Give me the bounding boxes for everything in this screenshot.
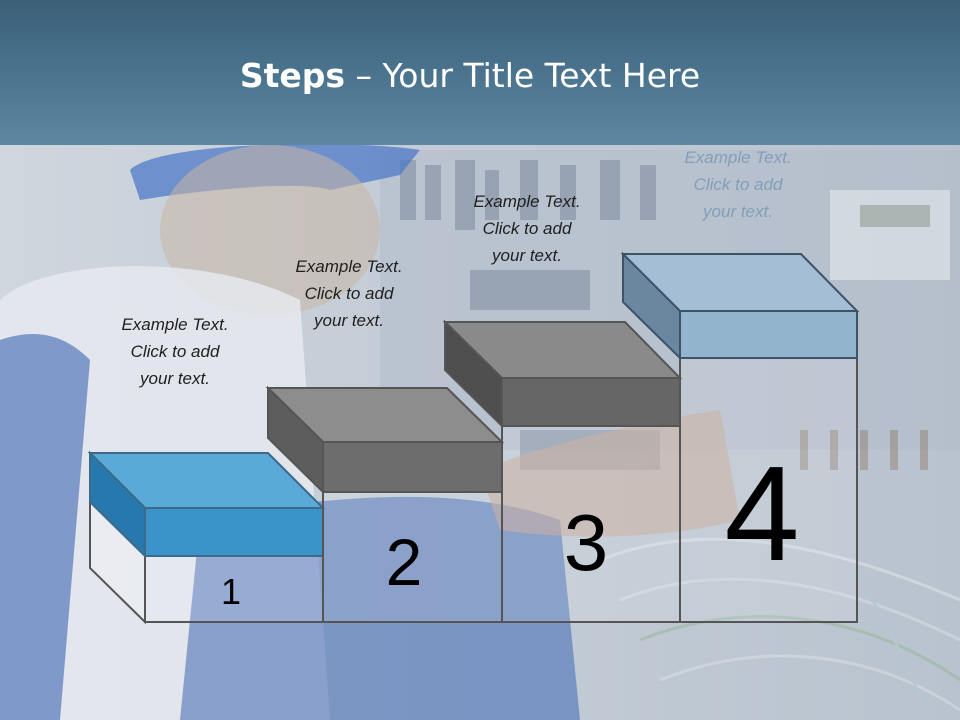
- step-3-caption[interactable]: Example Text. Click to add your text.: [442, 188, 612, 269]
- title-rest: – Your Title Text Here: [345, 56, 701, 95]
- step-2-lid-front: [322, 441, 503, 493]
- caption-line: your text.: [140, 369, 210, 388]
- step-1-caption[interactable]: Example Text. Click to add your text.: [90, 311, 260, 392]
- step-4[interactable]: 4: [620, 251, 860, 623]
- step-3[interactable]: 3: [442, 319, 683, 623]
- title-bold-part: Steps: [239, 56, 346, 95]
- caption-line: Example Text.: [121, 315, 229, 334]
- title-bar: Steps – Your Title Text Here: [0, 0, 960, 145]
- step-1[interactable]: 1: [87, 450, 326, 625]
- slide-title[interactable]: Steps – Your Title Text Here: [0, 56, 940, 95]
- caption-line: your text.: [314, 311, 384, 330]
- caption-line: Example Text.: [295, 257, 403, 276]
- step-3-number: 3: [564, 498, 609, 587]
- caption-line: Click to add: [130, 342, 220, 361]
- step-4-lid-front: [679, 310, 858, 359]
- caption-line: Click to add: [482, 219, 572, 238]
- step-2-caption[interactable]: Example Text. Click to add your text.: [264, 253, 434, 334]
- step-3-lid-front: [501, 377, 681, 427]
- step-4-caption[interactable]: Example Text. Click to add your text.: [653, 144, 823, 225]
- step-3-body: [501, 425, 681, 623]
- caption-line: Click to add: [693, 175, 783, 194]
- caption-line: your text.: [492, 246, 562, 265]
- caption-line: your text.: [703, 202, 773, 221]
- caption-line: Click to add: [304, 284, 394, 303]
- step-2-number: 2: [386, 525, 423, 599]
- step-2[interactable]: 2: [265, 385, 505, 623]
- caption-line: Example Text.: [473, 192, 581, 211]
- step-1-lid-front: [144, 507, 324, 557]
- step-1-number: 1: [221, 571, 241, 612]
- step-4-number: 4: [724, 438, 799, 589]
- caption-line: Example Text.: [684, 148, 792, 167]
